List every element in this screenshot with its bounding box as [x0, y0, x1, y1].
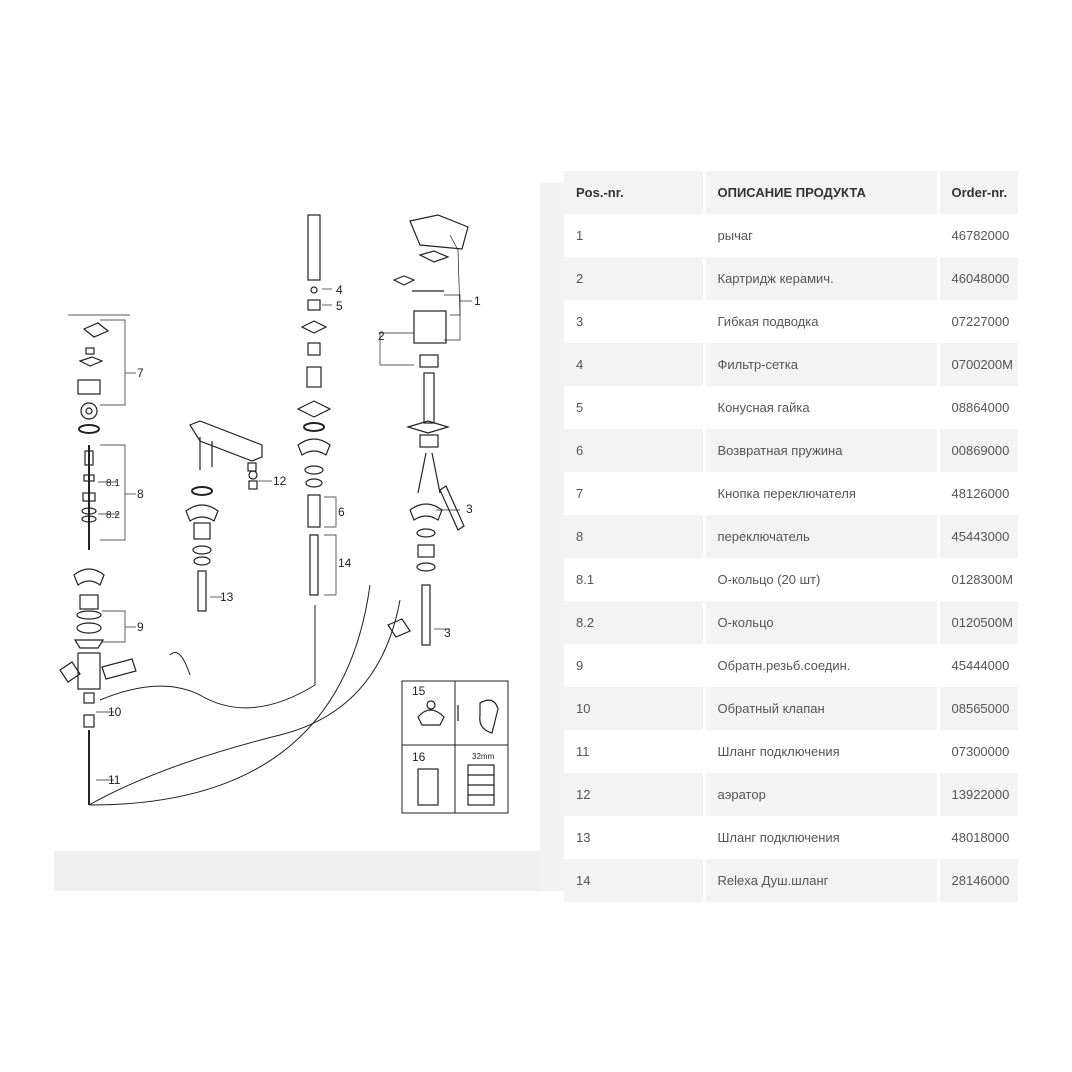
cell-order: 28146000 [938, 859, 1018, 902]
callout-12: 12 [273, 474, 287, 488]
exploded-diagram-svg: 1 2 3 3 4 5 6 7 8 8.1 8.2 9 10 11 12 13 … [59, 214, 509, 814]
cell-pos: 8.2 [564, 601, 704, 644]
cell-desc: Шланг подключения [704, 730, 938, 773]
cell-pos: 1 [564, 214, 704, 257]
cell-desc: Обратный клапан [704, 687, 938, 730]
cell-pos: 3 [564, 300, 704, 343]
inset-dim-32mm: 32mm [472, 752, 495, 761]
callout-5: 5 [336, 299, 343, 313]
cell-order: 46048000 [938, 257, 1018, 300]
diagram-footer-band [54, 851, 540, 891]
cell-order: 0120500M [938, 601, 1018, 644]
cell-order: 0700200M [938, 343, 1018, 386]
callout-10: 10 [108, 705, 122, 719]
cell-pos: 13 [564, 816, 704, 859]
cell-pos: 8.1 [564, 558, 704, 601]
callout-6: 6 [338, 505, 345, 519]
cell-desc: рычаг [704, 214, 938, 257]
cell-pos: 14 [564, 859, 704, 902]
cell-desc: Конусная гайка [704, 386, 938, 429]
inset-label-16: 16 [412, 750, 426, 764]
cell-pos: 6 [564, 429, 704, 472]
cell-pos: 2 [564, 257, 704, 300]
cell-pos: 10 [564, 687, 704, 730]
callout-8-2: 8.2 [106, 510, 120, 521]
callout-2: 2 [378, 329, 385, 343]
cell-desc: Картридж керамич. [704, 257, 938, 300]
cell-desc: Кнопка переключателя [704, 472, 938, 515]
cell-order: 07300000 [938, 730, 1018, 773]
cell-order: 45443000 [938, 515, 1018, 558]
cell-desc: Фильтр-сетка [704, 343, 938, 386]
cell-desc: переключатель [704, 515, 938, 558]
callout-3a: 3 [466, 502, 473, 516]
table-header-row: Pos.-nr. ОПИСАНИЕ ПРОДУКТА Order-nr. [564, 171, 1018, 214]
cell-order: 48126000 [938, 472, 1018, 515]
cell-desc: О-кольцо [704, 601, 938, 644]
cell-desc: О-кольцо (20 шт) [704, 558, 938, 601]
cell-order: 08864000 [938, 386, 1018, 429]
cell-order: 08565000 [938, 687, 1018, 730]
cell-desc: Гибкая подводка [704, 300, 938, 343]
callout-13: 13 [220, 590, 234, 604]
cell-pos: 5 [564, 386, 704, 429]
header-description: ОПИСАНИЕ ПРОДУКТА [704, 171, 940, 214]
cell-desc: Шланг подключения [704, 816, 938, 859]
callout-8: 8 [137, 487, 144, 501]
divider-strip [540, 183, 564, 891]
cell-desc: Возвратная пружина [704, 429, 938, 472]
drawing-lines [59, 214, 509, 814]
cell-order: 0128300M [938, 558, 1018, 601]
cell-order: 46782000 [938, 214, 1018, 257]
header-pos: Pos.-nr. [564, 171, 706, 214]
callout-9: 9 [137, 620, 144, 634]
cell-order: 07227000 [938, 300, 1018, 343]
callout-14: 14 [338, 556, 352, 570]
callout-4: 4 [336, 283, 343, 297]
callout-1: 1 [474, 294, 481, 308]
header-order: Order-nr. [938, 171, 1018, 214]
cell-desc: Relexa Душ.шланг [704, 859, 938, 902]
callout-11: 11 [108, 773, 121, 787]
cell-pos: 8 [564, 515, 704, 558]
callout-7: 7 [137, 366, 144, 380]
cell-order: 00869000 [938, 429, 1018, 472]
cell-pos: 9 [564, 644, 704, 687]
callout-3b: 3 [444, 626, 451, 640]
cell-order: 13922000 [938, 773, 1018, 816]
cell-pos: 12 [564, 773, 704, 816]
cell-desc: аэратор [704, 773, 938, 816]
callout-8-1: 8.1 [106, 478, 120, 489]
cell-pos: 4 [564, 343, 704, 386]
cell-pos: 7 [564, 472, 704, 515]
callout-labels: 1 2 3 3 4 5 6 7 8 8.1 8.2 9 10 11 12 13 … [106, 283, 495, 787]
cell-pos: 11 [564, 730, 704, 773]
cell-order: 48018000 [938, 816, 1018, 859]
cell-desc: Обратн.резьб.соедин. [704, 644, 938, 687]
exploded-parts-diagram: 1 2 3 3 4 5 6 7 8 8.1 8.2 9 10 11 12 13 … [40, 205, 540, 835]
inset-label-15: 15 [412, 684, 426, 698]
cell-order: 45444000 [938, 644, 1018, 687]
